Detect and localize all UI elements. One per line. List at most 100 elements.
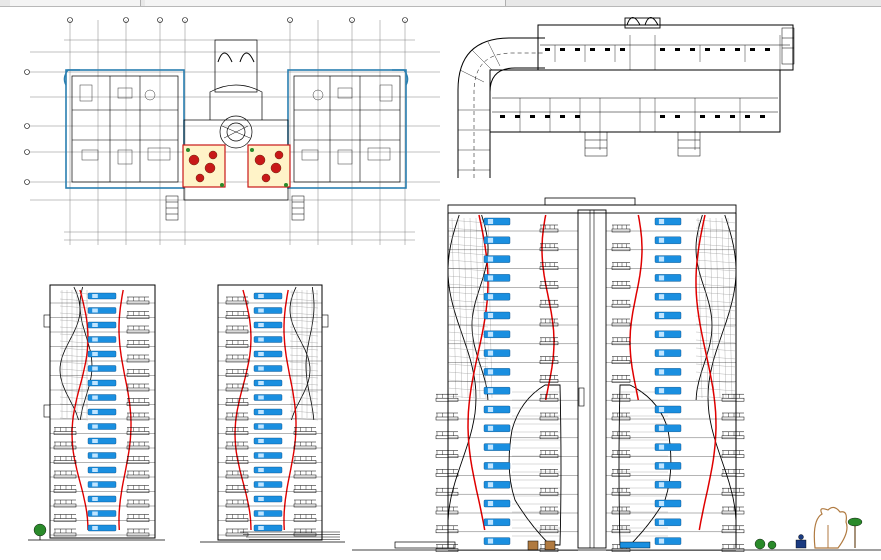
tree-icon: [33, 523, 47, 537]
balcony: [539, 322, 559, 327]
balcony: [721, 454, 745, 458]
accent-curve: [695, 214, 717, 531]
balcony: [435, 435, 459, 440]
balcony: [539, 473, 559, 477]
balcony: [721, 416, 745, 421]
balcony: [539, 510, 559, 515]
balcony: [225, 300, 249, 305]
balcony: [611, 454, 631, 458]
circulation-core: [577, 209, 607, 549]
balcony: [225, 329, 249, 334]
balcony: [721, 473, 745, 477]
balcony: [225, 445, 249, 450]
balcony: [126, 300, 150, 305]
balcony: [539, 529, 559, 534]
balcony: [126, 460, 150, 464]
balcony: [611, 303, 631, 308]
balcony: [611, 285, 631, 289]
balcony: [126, 387, 150, 392]
balcony: [225, 503, 249, 508]
building-outline: [217, 284, 323, 541]
balcony: [126, 532, 150, 537]
balcony: [53, 503, 77, 508]
balcony: [126, 416, 150, 421]
balcony: [539, 379, 559, 383]
entrance-door: [527, 540, 539, 551]
shrub-icon: [188, 150, 284, 183]
balcony: [539, 303, 559, 308]
curtain-wall-panel: [618, 384, 672, 546]
balcony: [539, 454, 559, 458]
balcony: [611, 247, 631, 252]
balcony: [225, 431, 249, 435]
parking-plan: [457, 17, 795, 178]
grid-bubbles: [24, 17, 408, 185]
balcony: [126, 373, 150, 377]
balcony: [539, 435, 559, 440]
balcony: [721, 397, 745, 402]
accent-curve: [629, 214, 643, 401]
balcony: [225, 460, 249, 464]
shrub-icon: [754, 538, 766, 550]
balcony: [293, 518, 317, 522]
balcony: [126, 489, 150, 493]
balcony: [721, 529, 745, 534]
balcony: [435, 529, 459, 534]
viewer-tab[interactable]: [145, 0, 506, 6]
balcony: [721, 435, 745, 440]
viewer-tab[interactable]: [10, 0, 141, 6]
balcony: [611, 360, 631, 364]
balcony: [53, 489, 77, 493]
balcony: [435, 397, 459, 402]
accent-curve: [118, 289, 132, 531]
balcony: [539, 285, 559, 289]
balcony: [721, 491, 745, 496]
balcony: [611, 529, 631, 534]
balcony: [126, 431, 150, 435]
shrub-icon: [767, 540, 777, 550]
balcony: [435, 454, 459, 458]
balcony: [611, 416, 631, 421]
balcony: [611, 228, 631, 233]
parking-stalls: [492, 44, 790, 113]
balcony: [225, 315, 249, 319]
balcony: [539, 397, 559, 402]
cad-drawing-sheet: [24, 17, 881, 552]
grid-lines: [30, 20, 440, 245]
balcony: [611, 510, 631, 515]
balcony: [225, 474, 249, 479]
balcony: [225, 402, 249, 406]
curtain-wall-panel: [447, 214, 477, 521]
balcony: [721, 510, 745, 515]
elevation-left: [33, 284, 156, 540]
balcony: [225, 387, 249, 392]
balcony: [611, 491, 631, 496]
balcony: [225, 416, 249, 421]
balcony: [126, 344, 150, 348]
entrance-pavilion: [624, 17, 661, 29]
balcony: [53, 532, 77, 537]
balcony: [293, 460, 317, 464]
balcony: [53, 518, 77, 522]
balcony: [293, 503, 317, 508]
balcony: [435, 491, 459, 496]
balcony: [611, 473, 631, 477]
balcony: [435, 510, 459, 515]
balcony: [611, 397, 631, 402]
balcony: [539, 228, 559, 233]
balcony: [225, 344, 249, 348]
balcony: [53, 474, 77, 479]
accent-curve: [467, 214, 489, 531]
balcony: [126, 445, 150, 450]
balcony: [225, 358, 249, 363]
balcony: [435, 473, 459, 477]
balcony: [539, 491, 559, 496]
ground-line: [28, 539, 881, 551]
accent-curve: [283, 289, 297, 531]
landscape-right: [754, 506, 863, 550]
accent-curve: [234, 289, 252, 531]
accent-curve: [541, 214, 555, 401]
entrance-ramp: [394, 541, 456, 549]
stair-icon: [221, 125, 251, 139]
balcony: [293, 431, 317, 435]
